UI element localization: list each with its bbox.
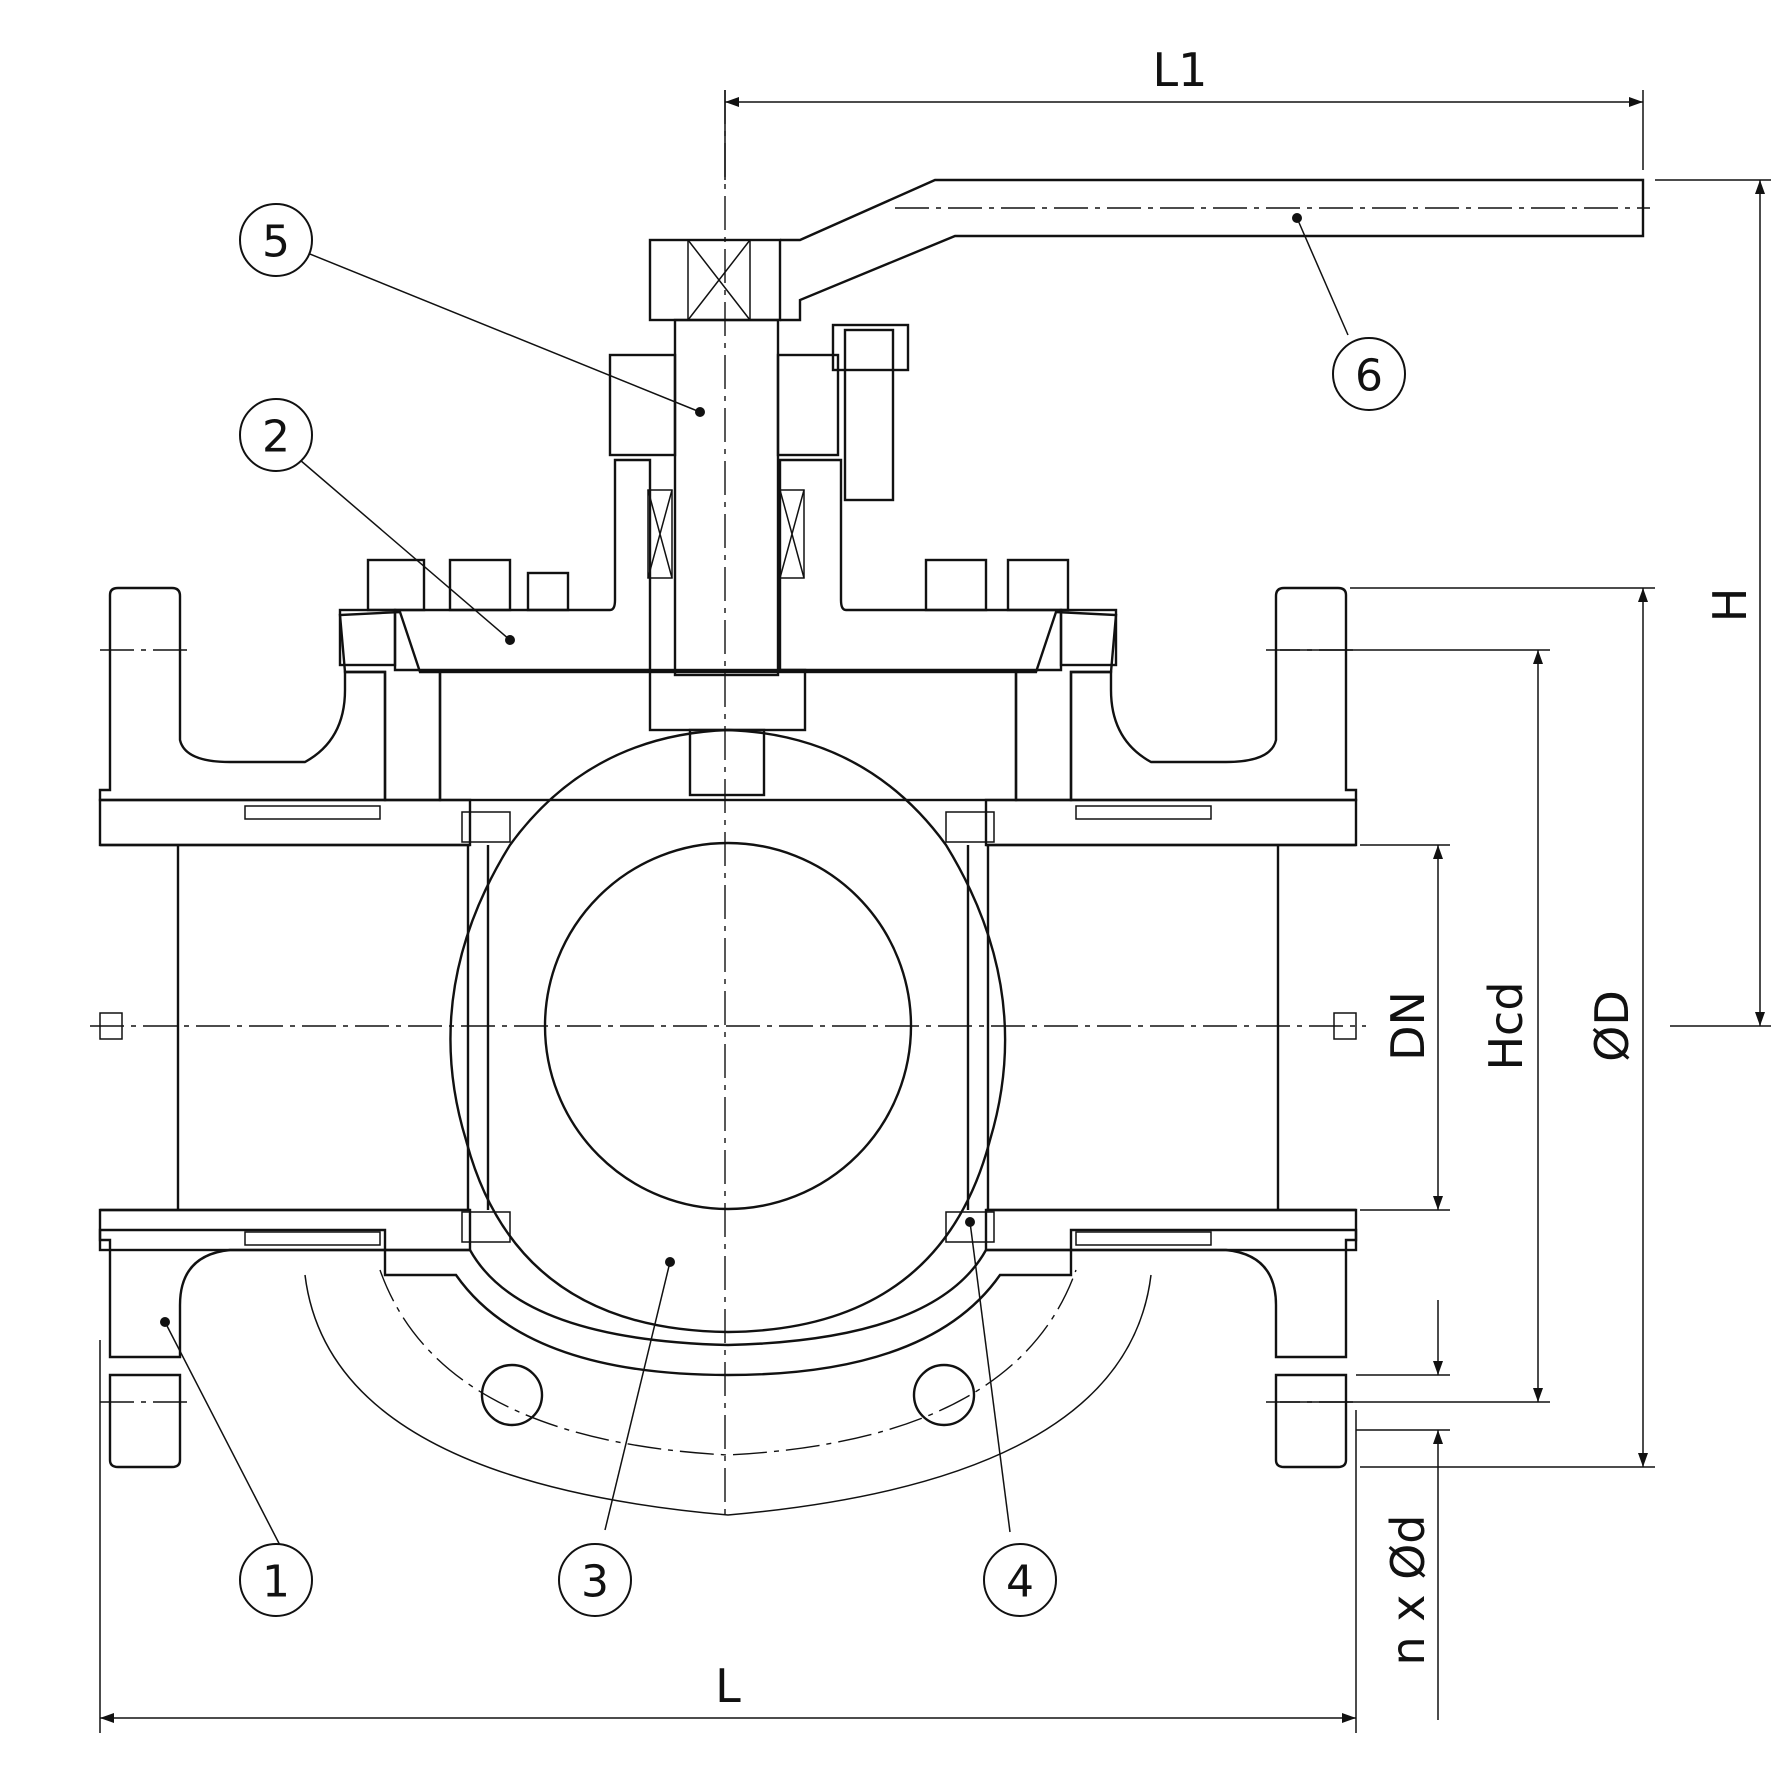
callout-number: 5: [262, 217, 290, 268]
stem-and-handle: [648, 178, 1645, 677]
dim-label-nxd: n x Ød: [1381, 1514, 1435, 1665]
flange-bolt-circle: [304, 1269, 1152, 1516]
callout-balloon-3: 3: [558, 1543, 632, 1617]
valve-ball: [449, 728, 1007, 1334]
dim-label-L1: L1: [1153, 43, 1208, 97]
callout-leaders: [160, 213, 1349, 1556]
center-lines: [90, 90, 1650, 1520]
callout-balloon-4: 4: [983, 1543, 1057, 1617]
callout-number: 2: [262, 412, 290, 463]
dim-label-Hcd: Hcd: [1479, 981, 1533, 1070]
dim-label-D: ØD: [1585, 990, 1639, 1062]
callout-balloon-2: 2: [239, 398, 313, 472]
callout-number: 1: [262, 1557, 290, 1608]
dim-label-DN: DN: [1381, 991, 1435, 1061]
callout-number: 3: [581, 1557, 609, 1608]
dimension-lines: [99, 90, 1771, 1733]
callout-balloon-1: 1: [239, 1543, 313, 1617]
callout-number: 6: [1355, 351, 1383, 402]
callout-balloon-5: 5: [239, 203, 313, 277]
bonnet-cover: [338, 323, 1118, 802]
callout-number: 4: [1006, 1557, 1034, 1608]
dimension-labels: L1 L H ØD Hcd DN n x Ød: [715, 43, 1757, 1713]
seat-inserts: [98, 798, 1358, 1252]
dim-label-L: L: [715, 1659, 741, 1713]
dim-label-H: H: [1703, 588, 1757, 623]
callout-balloon-6: 6: [1332, 337, 1406, 411]
